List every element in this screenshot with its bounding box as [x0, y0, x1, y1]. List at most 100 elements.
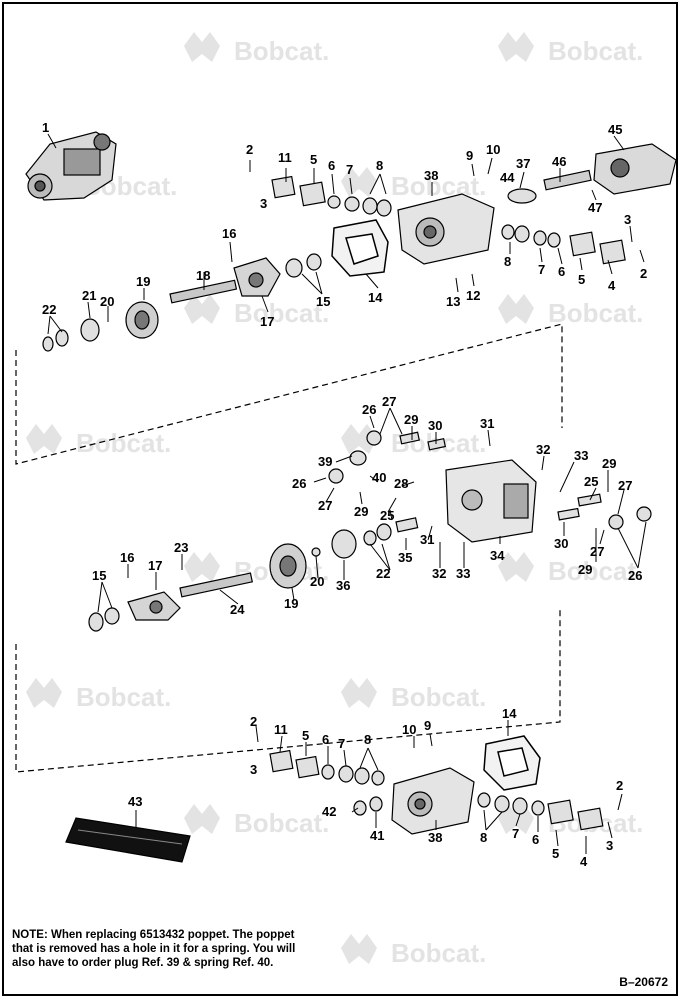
callout-label: 33 — [456, 566, 470, 581]
callout-label: 30 — [428, 418, 442, 433]
watermark-logo: Bobcat. — [341, 167, 486, 201]
callout-label: 31 — [420, 532, 434, 547]
callout-label: 27 — [382, 394, 396, 409]
cylinder-block-19-middle — [269, 543, 307, 589]
watermark-text: Bobcat. — [234, 808, 329, 838]
watermark-text: Bobcat. — [76, 682, 171, 712]
watermark-logo: Bobcat. — [184, 804, 329, 838]
callout-label: 25 — [584, 474, 598, 489]
callout-label: 2 — [640, 266, 647, 281]
guide-line-bottom — [15, 608, 561, 773]
callout-label: 14 — [368, 290, 383, 305]
watermark-layer: Bobcat. Bobcat. Bobcat. Bobcat. Bobcat. … — [26, 32, 643, 968]
watermark-logo: Bobcat. — [184, 32, 329, 66]
callout-label: 23 — [174, 540, 188, 555]
callout-label: 5 — [310, 152, 317, 167]
gasket-14-top — [331, 219, 389, 277]
callout-label: 38 — [428, 830, 442, 845]
callout-label: 33 — [574, 448, 588, 463]
watermark-logo: Bobcat. — [26, 678, 171, 712]
callout-label: 6 — [558, 264, 565, 279]
callout-label: 32 — [432, 566, 446, 581]
watermark-logo: Bobcat. — [498, 294, 643, 328]
callout-label: 19 — [136, 274, 150, 289]
callout-label: 26 — [292, 476, 306, 491]
watermark-text: Bobcat. — [548, 298, 643, 328]
callout-label: 6 — [532, 832, 539, 847]
callout-label: 12 — [466, 288, 480, 303]
cylinder-block-19-top — [125, 301, 159, 339]
callout-label: 18 — [196, 268, 210, 283]
callout-label: 7 — [538, 262, 545, 277]
callout-label: 46 — [552, 154, 566, 169]
callout-label: 17 — [260, 314, 274, 329]
watermark-text: Bobcat. — [391, 938, 486, 968]
decal-43 — [65, 817, 191, 863]
callout-label: 29 — [578, 562, 592, 577]
callout-label: 8 — [504, 254, 511, 269]
pump-assembly-thumbnail — [25, 131, 117, 201]
callout-label: 26 — [628, 568, 642, 583]
swashplate-17-middle — [127, 591, 181, 621]
callout-label: 5 — [302, 728, 309, 743]
callout-label: 25 — [380, 508, 394, 523]
callout-label: 2 — [246, 142, 253, 157]
callout-label: 32 — [536, 442, 550, 457]
callout-label: 3 — [624, 212, 631, 227]
note-text-block: NOTE: When replacing 6513432 poppet. The… — [12, 928, 312, 970]
callout-label: 8 — [364, 732, 371, 747]
watermark-text: Bobcat. — [234, 298, 329, 328]
callout-label: 2 — [616, 778, 623, 793]
watermark-logo: Bobcat. — [184, 294, 329, 328]
small-rings-bottom — [269, 749, 604, 831]
callout-label: 29 — [354, 504, 368, 519]
callout-label: 5 — [552, 846, 559, 861]
front-housing-38-bottom — [391, 767, 475, 835]
callout-label: 13 — [446, 294, 460, 309]
watermark-logo: Bobcat. — [498, 552, 643, 586]
watermark-logo: Bobcat. — [341, 678, 486, 712]
callout-label: 9 — [466, 148, 473, 163]
callout-label: 26 — [362, 402, 376, 417]
callout-label: 40 — [372, 470, 386, 485]
callout-label: 37 — [516, 156, 530, 171]
callout-label: 43 — [128, 794, 142, 809]
callout-label: 39 — [318, 454, 332, 469]
watermark-text: Bobcat. — [391, 682, 486, 712]
callout-label: 27 — [618, 478, 632, 493]
callout-label: 21 — [82, 288, 96, 303]
callout-label: 8 — [376, 158, 383, 173]
callout-label: 34 — [490, 548, 505, 563]
callout-label: 19 — [284, 596, 298, 611]
callout-label: 38 — [424, 168, 438, 183]
watermark-logo: Bobcat. — [184, 552, 329, 586]
watermark-logo: Bobcat. — [26, 424, 171, 458]
callout-label: 11 — [278, 150, 292, 165]
callout-label: 3 — [260, 196, 267, 211]
callout-label: 28 — [394, 476, 408, 491]
note-body: When replacing 6513432 poppet. The poppe… — [12, 929, 296, 969]
callout-label: 4 — [608, 278, 616, 293]
watermark-text: Bobcat. — [76, 428, 171, 458]
callout-label: 5 — [578, 272, 585, 287]
watermark-logo: Bobcat. — [341, 934, 486, 968]
callout-label: 3 — [250, 762, 257, 777]
callout-label: 2 — [250, 714, 257, 729]
callout-label: 10 — [486, 142, 500, 157]
callout-label: 10 — [402, 722, 416, 737]
watermark-logo: Bobcat. — [498, 32, 643, 66]
dashed-guides — [15, 323, 563, 773]
callout-label: 27 — [590, 544, 604, 559]
callout-label: 9 — [424, 718, 431, 733]
callout-label: 29 — [602, 456, 616, 471]
valve-cover-34 — [445, 459, 537, 543]
figure-number: B–20672 — [619, 975, 668, 989]
callout-label: 36 — [336, 578, 350, 593]
callout-label: 22 — [42, 302, 56, 317]
watermark-text: Bobcat. — [234, 36, 329, 66]
watermark-text: Bobcat. — [391, 171, 486, 201]
callout-label: 24 — [230, 602, 245, 617]
callout-label: 35 — [398, 550, 412, 565]
callout-label: 20 — [310, 574, 324, 589]
callout-label: 7 — [512, 826, 519, 841]
